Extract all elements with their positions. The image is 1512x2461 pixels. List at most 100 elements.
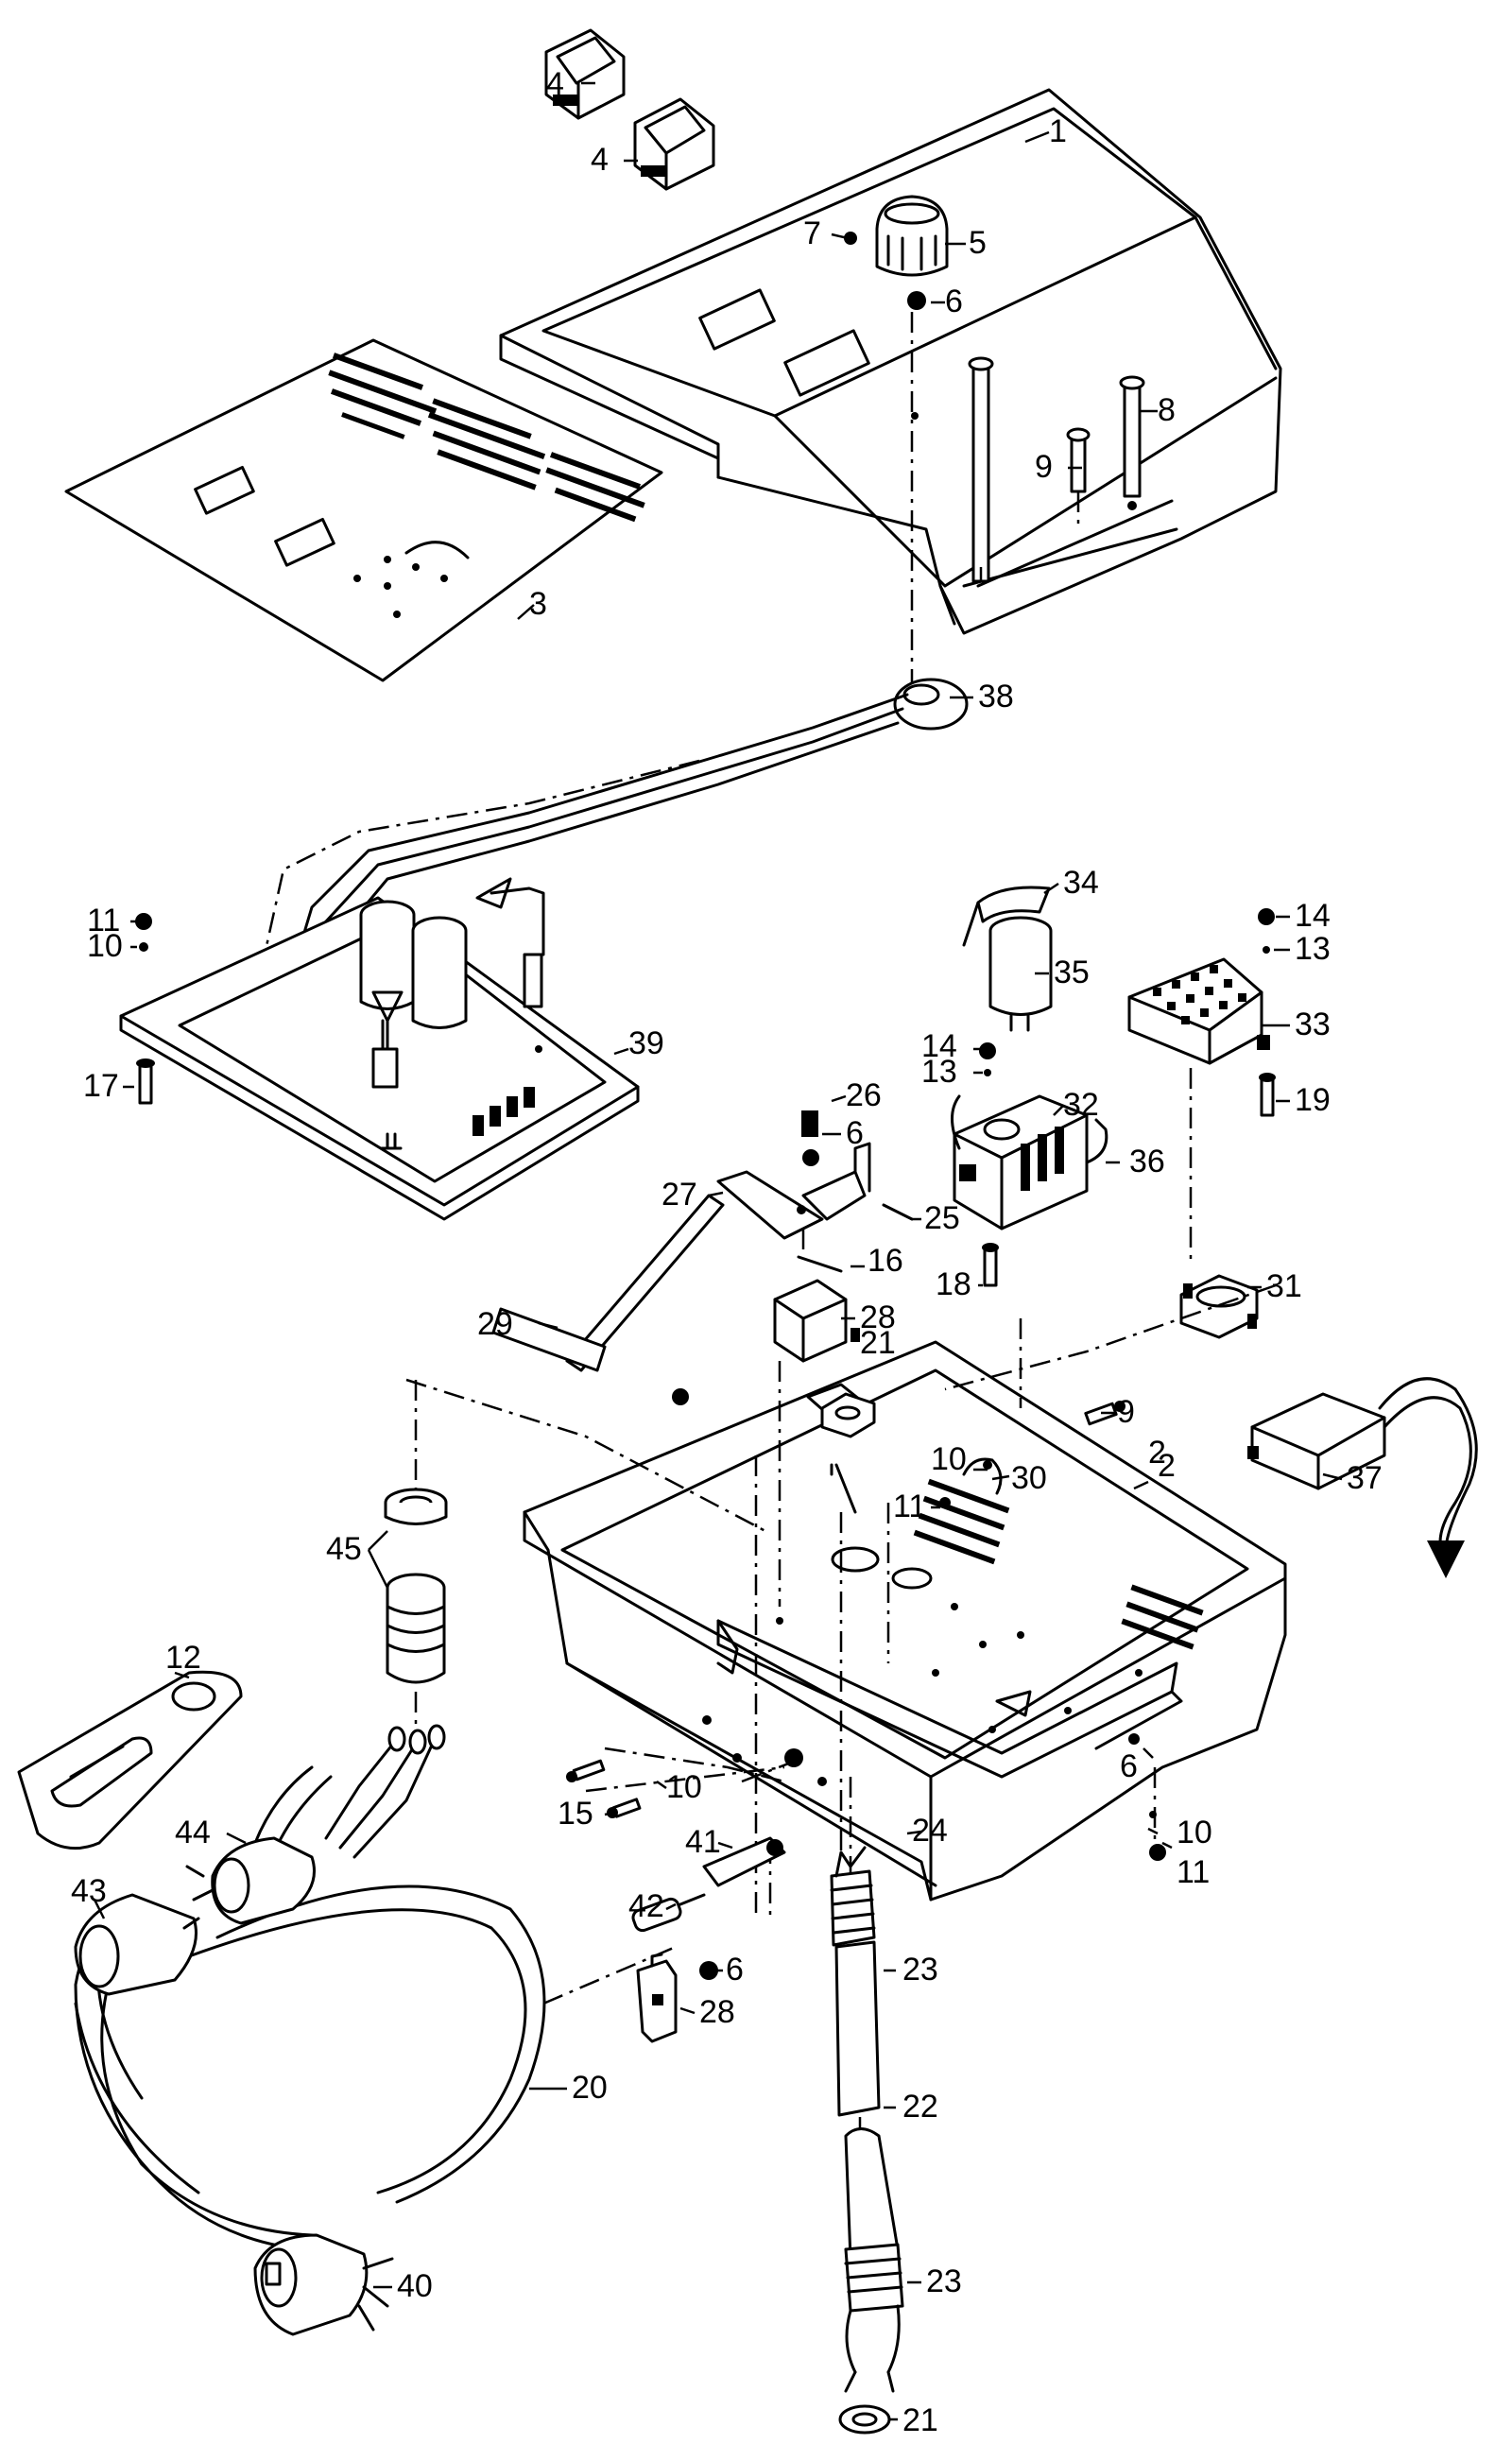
- top-cover: [499, 88, 1282, 635]
- pump-control-module: [1247, 1377, 1478, 1578]
- callout-44: 44: [175, 1815, 211, 1850]
- circuit-board: [119, 877, 640, 1221]
- hose-fitting: [830, 1846, 876, 1947]
- callout-10b: 10: [931, 1441, 967, 1477]
- rocker-switch: [633, 97, 715, 191]
- set-screw: [844, 232, 857, 245]
- callout-10c: 10: [666, 1769, 702, 1805]
- callout-26: 26: [846, 1077, 882, 1113]
- callout-3: 3: [529, 586, 547, 622]
- part-callout-numbers: 1 2 3 4 4 5 6 7 8 9 38 11 10 17 39 34 35…: [71, 66, 1383, 2438]
- nut: [1258, 908, 1275, 925]
- callout-30: 30: [1011, 1460, 1047, 1496]
- instruction-decal: [64, 338, 663, 682]
- wall-plug: [253, 2233, 394, 2336]
- callout-4: 4: [546, 66, 564, 102]
- cord-storage-clip: [17, 1670, 243, 1850]
- callout-22: 22: [902, 2089, 938, 2125]
- callout-11b: 11: [893, 1489, 926, 1524]
- long-bolt: [1119, 375, 1145, 510]
- screw: [566, 1759, 606, 1782]
- callout-14: 14: [921, 1028, 957, 1064]
- terminal-block: [1127, 957, 1270, 1065]
- callout-21: 21: [860, 1325, 896, 1361]
- callout-1: 1: [1049, 113, 1067, 149]
- callout-39: 39: [628, 1025, 664, 1061]
- washer: [802, 1149, 819, 1166]
- relay: [951, 1094, 1089, 1230]
- rod: [830, 1463, 857, 1514]
- strain-relief: [384, 1488, 448, 1730]
- callout-10: 10: [87, 928, 123, 964]
- nut: [979, 1042, 996, 1059]
- callout-23b: 23: [926, 2263, 962, 2299]
- callout-29: 29: [477, 1306, 513, 1342]
- callout-6b: 6: [846, 1115, 864, 1151]
- hex-nut: [820, 1392, 876, 1438]
- callout-6: 6: [945, 284, 963, 319]
- screw: [607, 1798, 642, 1818]
- callout-40: 40: [397, 2268, 433, 2304]
- capacitor-clamp: [962, 886, 1051, 947]
- fuse-holder: [702, 1836, 786, 1887]
- nut: [699, 1961, 718, 1980]
- screw: [136, 1058, 155, 1105]
- callout-33: 33: [1295, 1007, 1331, 1042]
- callout-42: 42: [628, 1888, 664, 1924]
- callout-9: 9: [1035, 449, 1053, 485]
- callout-6d: 6: [726, 1952, 744, 1988]
- callout-31: 31: [1266, 1268, 1302, 1304]
- callout-5: 5: [969, 225, 987, 261]
- mounting-bracket: [716, 1142, 871, 1240]
- callout-leaders: [93, 81, 1343, 2421]
- callout-2: 2: [1158, 1448, 1176, 1484]
- lock-washer: [1263, 946, 1270, 954]
- callout-28: 28: [860, 1299, 896, 1335]
- callout-17: 17: [83, 1068, 119, 1104]
- callout-13: 13: [921, 1054, 957, 1090]
- callout-24: 24: [912, 1813, 948, 1849]
- callout-35: 35: [1054, 955, 1090, 990]
- callout-36: 36: [1129, 1144, 1165, 1179]
- lock-washer: [139, 942, 148, 952]
- callout-28b: 28: [699, 1994, 735, 2030]
- callout-10d: 10: [1177, 1815, 1212, 1850]
- hose-fitting: [844, 2243, 904, 2393]
- callout-16: 16: [868, 1243, 903, 1279]
- callout-13b: 13: [1295, 931, 1331, 967]
- callout-12: 12: [165, 1640, 201, 1676]
- callout-23: 23: [902, 1952, 938, 1988]
- callout-11: 11: [87, 903, 120, 938]
- callout-9b: 9: [1117, 1394, 1135, 1430]
- callout-2b: 2: [1148, 1435, 1166, 1471]
- base-housing: [523, 1340, 1287, 1902]
- callout-45: 45: [326, 1531, 362, 1567]
- callout-11c: 11: [1177, 1854, 1210, 1890]
- micro-switch: [773, 1279, 860, 1363]
- callout-27: 27: [662, 1177, 697, 1213]
- callout-4b: 4: [591, 142, 609, 178]
- short-bolt: [1066, 427, 1091, 529]
- callout-14b: 14: [1295, 898, 1331, 934]
- spring-clip: [882, 1203, 914, 1221]
- callout-34: 34: [1063, 865, 1099, 901]
- screw: [1259, 1073, 1276, 1117]
- plug-end: [74, 1893, 198, 1996]
- rocker-switch: [544, 28, 626, 120]
- hex-nut: [838, 2404, 891, 2435]
- callout-19: 19: [1295, 1082, 1331, 1118]
- callout-20: 20: [572, 2070, 608, 2106]
- callout-41: 41: [685, 1824, 721, 1860]
- callout-18: 18: [936, 1266, 971, 1302]
- callout-15: 15: [558, 1796, 593, 1832]
- callout-8: 8: [1158, 392, 1176, 428]
- capacitor: [988, 916, 1053, 1032]
- pivot-pin: [797, 1229, 843, 1273]
- wire-terminals: [324, 1724, 446, 1859]
- screw: [982, 1243, 999, 1287]
- callout-37: 37: [1347, 1460, 1383, 1496]
- callout-32: 32: [1063, 1087, 1099, 1123]
- retaining-clip: [1085, 1118, 1108, 1164]
- callout-7: 7: [803, 215, 821, 251]
